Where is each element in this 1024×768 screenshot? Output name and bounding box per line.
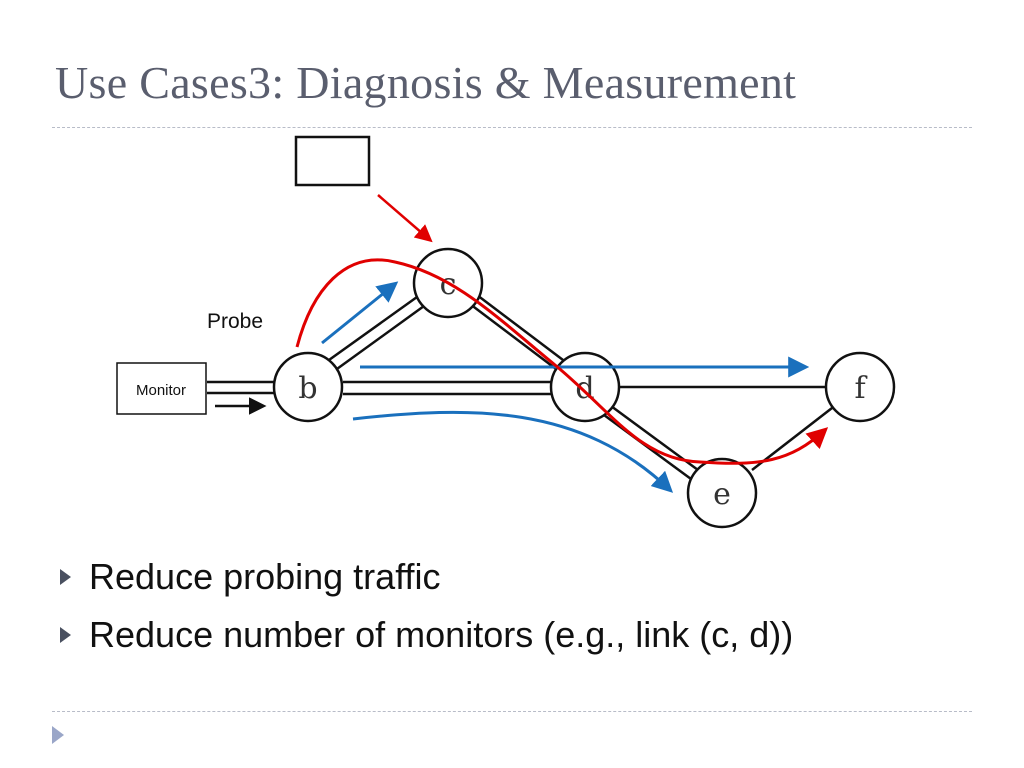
bullet-triangle-icon (60, 569, 71, 585)
link-b-d (343, 380, 551, 396)
link-d-e (603, 404, 699, 481)
bullet-item: Reduce number of monitors (e.g., link (c… (60, 606, 793, 664)
bullet-text: Reduce probing traffic (89, 556, 441, 597)
node-f-label: f (854, 371, 867, 406)
link-b-c (321, 295, 425, 376)
node-e-label: e (713, 477, 731, 512)
link-monitor-b (207, 380, 274, 395)
node-e: e (686, 457, 758, 529)
node-d-label: d (575, 371, 594, 406)
bullet-item: Reduce probing traffic (60, 548, 793, 606)
title-divider (52, 127, 972, 128)
probe-path-b-d-e (352, 410, 674, 493)
node-d: d (549, 351, 621, 423)
node-b: b (272, 351, 344, 423)
probe-path-b-c (321, 281, 399, 345)
placeholder-arrow (377, 194, 433, 243)
slide-title: Use Cases3: Diagnosis & Measurement (55, 57, 797, 108)
link-c-d (465, 291, 568, 373)
bullet-text: Reduce number of monitors (e.g., link (c… (89, 614, 794, 655)
node-b-label: b (298, 371, 317, 406)
footer-divider (52, 711, 972, 712)
monitor-box (116, 362, 207, 415)
placeholder-box (294, 135, 371, 187)
probe-label: Probe (207, 310, 263, 333)
footer-triangle-icon (52, 726, 64, 744)
bullet-list: Reduce probing traffic Reduce number of … (60, 548, 793, 664)
bullet-triangle-icon (60, 627, 71, 643)
monitor-label: Monitor (136, 382, 186, 399)
probe-path-b-c-d-e-f (295, 258, 829, 465)
node-f: f (824, 351, 896, 423)
